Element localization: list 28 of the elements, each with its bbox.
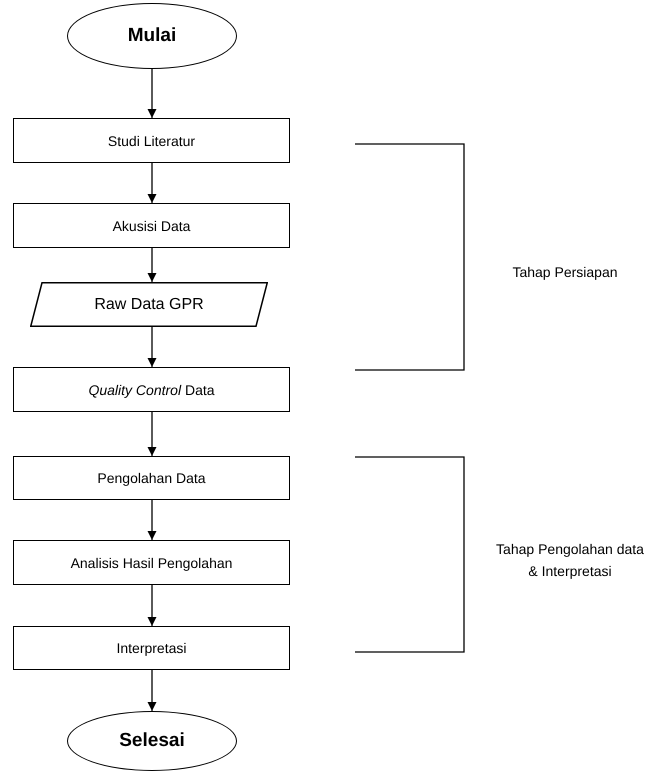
arrow — [147, 585, 157, 626]
stage-label: Tahap Persiapan — [511, 263, 619, 282]
process-box — [13, 367, 290, 412]
stage-label: Tahap Pengolahan data & Interpretasi — [495, 540, 645, 581]
process-box — [13, 203, 290, 248]
arrow — [147, 412, 157, 456]
node-label: Analisis Hasil Pengolahan — [70, 554, 232, 570]
data-parallelogram — [30, 282, 268, 327]
arrow — [147, 500, 157, 540]
node-label: Raw Data GPR — [94, 296, 204, 314]
arrow — [147, 327, 157, 367]
terminal-ellipse — [67, 711, 237, 771]
arrow — [147, 248, 157, 282]
process-box — [13, 456, 290, 500]
arrow — [147, 670, 157, 711]
node-label: Quality Control Data — [88, 382, 215, 398]
process-box — [13, 540, 290, 585]
process-box — [13, 118, 290, 163]
node-label: Pengolahan Data — [97, 470, 206, 486]
node-label: Selesai — [119, 730, 185, 752]
arrow — [147, 163, 157, 203]
node-label: Studi Literatur — [108, 132, 196, 148]
node-label: Interpretasi — [116, 640, 187, 656]
process-box — [13, 626, 290, 670]
node-label: Akusisi Data — [112, 218, 190, 234]
terminal-ellipse — [67, 3, 237, 69]
node-label: Mulai — [128, 25, 176, 47]
arrow — [147, 69, 157, 118]
